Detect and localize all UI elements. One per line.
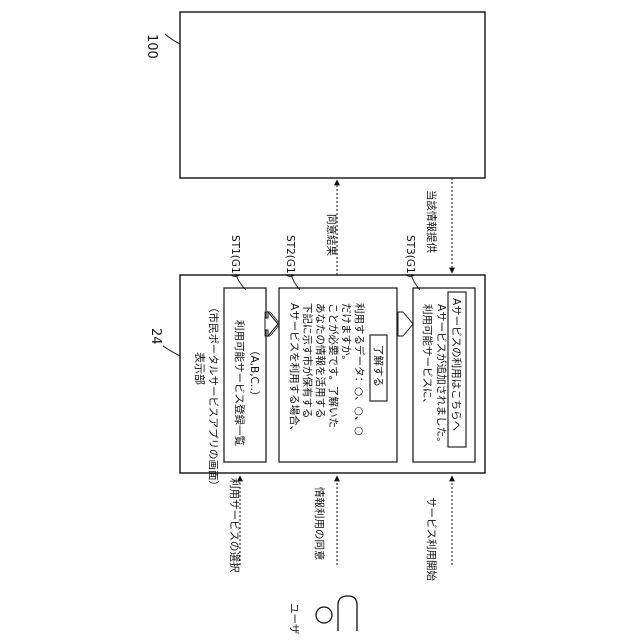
server-box (180, 12, 485, 178)
screen2-line: ことが必要です。了解いた (327, 303, 340, 428)
step-label-st1: ST1(G1) (229, 235, 241, 278)
info-provision-label: 当該情報提供 (425, 190, 438, 253)
display-subtitle: （市民ポータルサービスアプリの画面） (207, 302, 220, 491)
step-label-st2: ST2(G1) (284, 235, 296, 278)
user-icon (316, 596, 357, 631)
display-title: 表示部 (193, 352, 207, 385)
service-link-label: Aサービスの利用はこちらへ (450, 298, 462, 431)
service-start-label: サービス利用開始 (425, 497, 438, 581)
server-leader-line (165, 34, 180, 44)
user-label: ユーザ (288, 603, 300, 635)
screen2-line: あなたの情報を活用する (314, 303, 327, 419)
server-ref-label: 100 (144, 34, 159, 59)
screen2-line: 下記に示す市が保有する (301, 303, 314, 419)
screen2-line: だけますか。 (340, 303, 352, 366)
device-ref-label: 24 (148, 328, 163, 345)
screen1-line2: （A,B,C‥） (248, 345, 260, 401)
screen2-line: Aサービスを利用する場合、 (288, 303, 301, 436)
consent-label: 情報利用の同意 (313, 487, 326, 561)
agree-button-label: 了解する (372, 345, 385, 387)
service-selection-label: 利用サービスの選択 (228, 478, 241, 573)
consent-result-label: 同意結果 (325, 214, 338, 256)
screen3-line2: Aサービスが追加されました。 (435, 304, 448, 448)
device-leader-line (163, 346, 180, 356)
step-label-st3: ST3(G1) (404, 235, 416, 278)
screen1-line1: 利用可能サービス登録一覧 (233, 320, 246, 446)
screen2-line: 利用するデータ：○、○、○ (353, 303, 366, 436)
screen3-line1: 利用可能サービスに、 (421, 304, 434, 409)
